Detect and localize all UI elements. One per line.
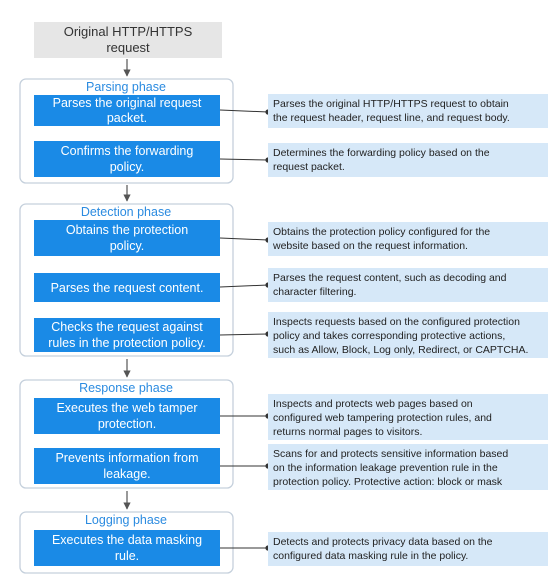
step-line: Confirms the forwarding: [61, 144, 194, 158]
start-line-2: request: [106, 40, 150, 55]
step-line: Executes the web tamper: [56, 401, 197, 415]
step-box: [34, 318, 220, 352]
connector: [219, 158, 269, 161]
desc-line: configured web tampering protection rule…: [273, 412, 492, 424]
step-line: protection.: [98, 417, 156, 431]
desc-line: configured data masking rule in the poli…: [273, 550, 468, 562]
step-parse-request-packet: Parses the original request packet.: [34, 95, 220, 126]
step-line: Obtains the protection: [66, 223, 188, 237]
desc-obtain-protection-policy: Obtains the protection policy configured…: [268, 222, 548, 256]
desc-execute-data-masking: Detects and protects privacy data based …: [268, 532, 548, 566]
connector: [219, 109, 269, 113]
step-line: Executes the data masking: [52, 533, 202, 547]
desc-line: Parses the request content, such as deco…: [273, 272, 507, 284]
desc-parse-request-packet: Parses the original HTTP/HTTPS request t…: [268, 94, 548, 128]
connector: [219, 333, 269, 336]
phase-title: Parsing phase: [86, 80, 166, 94]
step-line: rule.: [115, 549, 139, 563]
desc-box: [268, 268, 548, 302]
step-line: policy.: [110, 160, 145, 174]
step-confirm-forwarding-policy: Confirms the forwarding policy.: [34, 141, 220, 177]
step-line: Prevents information from: [55, 451, 198, 465]
start-line-1: Original HTTP/HTTPS: [64, 24, 193, 39]
step-line: rules in the protection policy.: [48, 336, 206, 350]
desc-line: policy and takes corresponding protectiv…: [273, 330, 505, 342]
step-line: Parses the original request: [53, 96, 202, 110]
step-line: leakage.: [103, 467, 150, 481]
step-box: [34, 398, 220, 434]
step-line: Parses the request content.: [51, 281, 204, 295]
desc-line: character filtering.: [273, 286, 356, 298]
desc-box: [268, 444, 548, 490]
desc-box: [268, 94, 548, 128]
step-execute-data-masking: Executes the data masking rule.: [34, 530, 220, 566]
desc-check-request-rules: Inspects requests based on the configure…: [268, 312, 548, 358]
desc-line: Scans for and protects sensitive informa…: [273, 448, 508, 460]
desc-confirm-forwarding-policy: Determines the forwarding policy based o…: [268, 143, 548, 177]
desc-box: [268, 394, 548, 440]
desc-line: Obtains the protection policy configured…: [273, 226, 490, 238]
desc-line: Determines the forwarding policy based o…: [273, 147, 490, 159]
desc-line: Inspects and protects web pages based on: [273, 398, 473, 410]
desc-web-tamper-protection: Inspects and protects web pages based on…: [268, 394, 548, 440]
step-box: [34, 448, 220, 484]
desc-line: protection policy. Protective action: bl…: [273, 476, 503, 488]
phase-title: Detection phase: [81, 205, 171, 219]
descriptions: Parses the original HTTP/HTTPS request t…: [268, 94, 548, 566]
step-web-tamper-protection: Executes the web tamper protection.: [34, 398, 220, 434]
step-box: [34, 530, 220, 566]
desc-box: [268, 143, 548, 177]
step-prevent-information-leakage: Prevents information from leakage.: [34, 448, 220, 484]
desc-prevent-information-leakage: Scans for and protects sensitive informa…: [268, 444, 548, 490]
step-line: packet.: [107, 111, 147, 125]
step-box: [34, 273, 220, 302]
desc-line: Detects and protects privacy data based …: [273, 536, 493, 548]
desc-line: website based on the request information…: [272, 240, 468, 252]
desc-line: returns normal pages to visitors.: [273, 426, 422, 438]
step-line: policy.: [110, 239, 145, 253]
desc-line: the request header, request line, and re…: [273, 112, 510, 124]
phase-title: Logging phase: [85, 513, 167, 527]
step-obtain-protection-policy: Obtains the protection policy.: [34, 220, 220, 256]
desc-line: Parses the original HTTP/HTTPS request t…: [273, 98, 509, 110]
phase-parsing: Parsing phase Parses the original reques…: [19, 78, 234, 184]
desc-box: [268, 312, 548, 358]
start-box: [34, 22, 222, 58]
start-node: Original HTTP/HTTPS request: [34, 22, 222, 58]
step-box: [34, 141, 220, 177]
phase-detection: Detection phase Obtains the protection p…: [19, 203, 234, 357]
connector: [219, 284, 269, 288]
step-box: [34, 220, 220, 256]
desc-box: [268, 532, 548, 566]
step-box: [34, 95, 220, 126]
connector: [219, 237, 269, 241]
desc-line: Inspects requests based on the configure…: [273, 316, 520, 328]
desc-parse-request-content: Parses the request content, such as deco…: [268, 268, 548, 302]
desc-line: on the information leakage prevention ru…: [273, 462, 498, 474]
step-parse-request-content: Parses the request content.: [34, 273, 220, 302]
step-line: Checks the request against: [51, 320, 203, 334]
phase-title: Response phase: [79, 381, 173, 395]
desc-box: [268, 222, 548, 256]
desc-line: request packet.: [273, 161, 345, 173]
step-check-request-rules: Checks the request against rules in the …: [34, 318, 220, 352]
desc-line: such as Allow, Block, Log only, Redirect…: [273, 344, 528, 356]
phase-logging: Logging phase Executes the data masking …: [19, 511, 234, 574]
phase-response: Response phase Executes the web tamper p…: [19, 379, 234, 489]
